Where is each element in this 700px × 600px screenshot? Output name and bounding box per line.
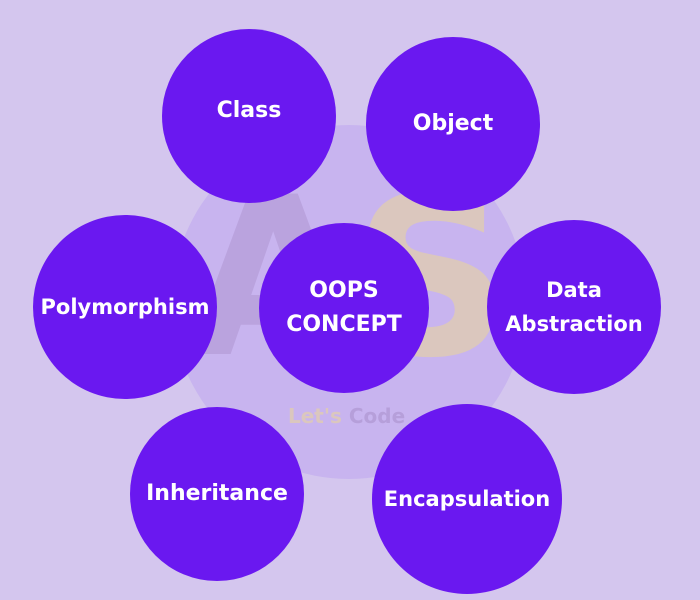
watermark-tagline: Let's Code bbox=[288, 404, 405, 428]
node-data-abstraction: Data Abstraction bbox=[487, 220, 661, 394]
node-object-label: Object bbox=[412, 111, 494, 136]
node-object: Object bbox=[366, 37, 540, 211]
node-encapsulation-label: Encapsulation bbox=[383, 487, 551, 511]
node-inheritance-label: Inheritance bbox=[146, 481, 288, 506]
node-data-abstraction-label: Data Abstraction bbox=[505, 278, 643, 336]
node-oops-concept: OOPS CONCEPT bbox=[259, 223, 429, 393]
node-polymorphism: Polymorphism bbox=[33, 215, 217, 399]
node-inheritance: Inheritance bbox=[130, 407, 304, 581]
watermark-tagline-lets: Let's bbox=[288, 404, 342, 428]
node-class-label: Class bbox=[216, 98, 282, 123]
node-encapsulation: Encapsulation bbox=[372, 404, 562, 594]
node-polymorphism-label: Polymorphism bbox=[40, 295, 210, 319]
watermark-tagline-code: Code bbox=[348, 404, 406, 428]
center-label: OOPS CONCEPT bbox=[286, 278, 402, 337]
node-class: Class bbox=[162, 29, 336, 203]
